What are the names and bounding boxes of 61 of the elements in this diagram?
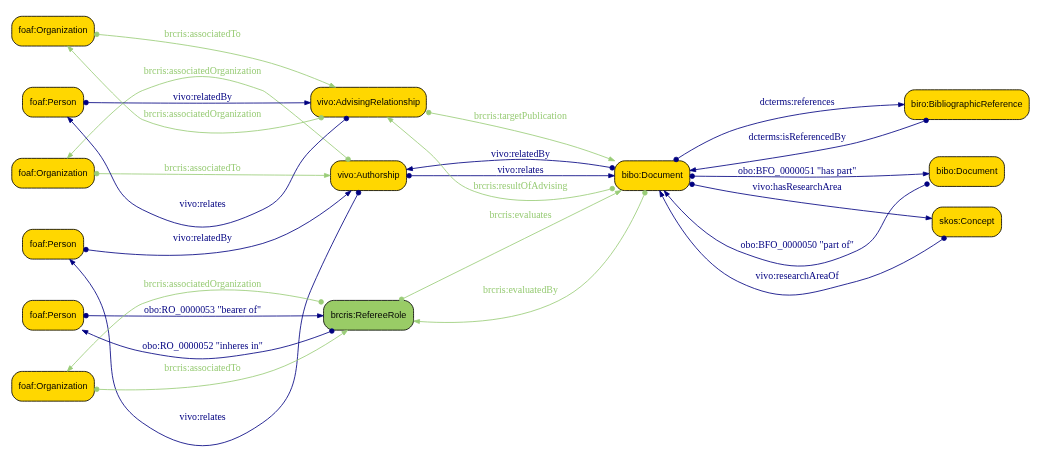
edge-label: brcris:associatedOrganization: [143, 64, 262, 76]
arrow: [83, 99, 311, 106]
arrow: [94, 31, 336, 88]
arrow: [689, 117, 929, 173]
arrow: [689, 181, 933, 221]
edge-label: brcris:associatedOrganization: [143, 277, 262, 289]
edge-label: dcterms:isReferencedBy: [748, 130, 846, 142]
edge-label: brcris:associatedTo: [164, 162, 241, 174]
edge-label: vivo:researchAreaOf: [755, 269, 839, 281]
arrow: [406, 158, 615, 172]
arrow: [66, 76, 351, 162]
node-box: foaf:Person: [22, 228, 85, 260]
edge-label: brcris:evaluatedBy: [483, 284, 558, 296]
arrow: [406, 172, 615, 179]
arrow: [94, 329, 349, 392]
node-box: bibo:Document: [928, 156, 1005, 187]
edge-label: vivo:relatedBy: [173, 91, 232, 103]
edge-label: vivo:relatedBy: [491, 148, 550, 160]
edge-label: vivo:hasResearchArea: [752, 181, 842, 193]
edge-label: brcris:evaluates: [489, 209, 552, 221]
edge-label: vivo:relates: [179, 197, 226, 209]
arrow: [67, 115, 350, 228]
edge-label: brcris:targetPublication: [474, 110, 567, 122]
edge-label: obo:RO_0000053 "bearer of": [144, 304, 262, 316]
node-box: foaf:Person: [22, 86, 85, 118]
arrow: [93, 170, 331, 178]
arrow: [66, 289, 324, 372]
arrow: [398, 190, 622, 303]
arrow: [689, 171, 930, 179]
edge-label: dcterms:references: [759, 96, 835, 108]
arrow: [69, 189, 362, 447]
node-box: vivo:Authorship: [330, 160, 407, 191]
edge-label: brcris:resultOfAdvising: [473, 179, 568, 191]
arrow: [83, 312, 324, 319]
node-box: foaf:Person: [22, 300, 85, 331]
node-box: foaf:Organization: [11, 15, 95, 47]
node-box: brcris:RefereeRole: [323, 300, 414, 331]
arrow: [83, 190, 352, 256]
node-box: vivo:AdvisingRelationship: [310, 86, 427, 118]
arrow: [673, 102, 905, 163]
edge-label: brcris:associatedTo: [164, 362, 241, 374]
edge-label: brcris:associatedTo: [164, 27, 241, 39]
node-box: bibo:Document: [614, 160, 691, 191]
edge-label: vivo:relates: [497, 163, 544, 175]
node-box: skos:Concept: [931, 206, 1002, 238]
arrow: [81, 328, 335, 360]
arrow: [659, 190, 947, 296]
edge-label: vivo:relatedBy: [173, 231, 232, 243]
edge-label: vivo:relates: [179, 410, 226, 422]
edge-label: obo:RO_0000052 "inheres in": [142, 339, 263, 351]
arrow: [663, 181, 930, 267]
node-box: foaf:Organization: [11, 371, 95, 402]
arrow: [67, 45, 324, 134]
edge-label: obo:BFO_0000050 "part of": [740, 239, 854, 251]
arrow: [426, 109, 616, 162]
edge-label: obo:BFO_0000051 "has part": [738, 164, 857, 176]
arrow: [413, 190, 648, 324]
node-box: foaf:Organization: [11, 157, 95, 189]
node-box: biro:BibliographicReference: [904, 89, 1030, 120]
arrow: [386, 116, 616, 201]
edge-label: brcris:associatedOrganization: [143, 107, 262, 119]
